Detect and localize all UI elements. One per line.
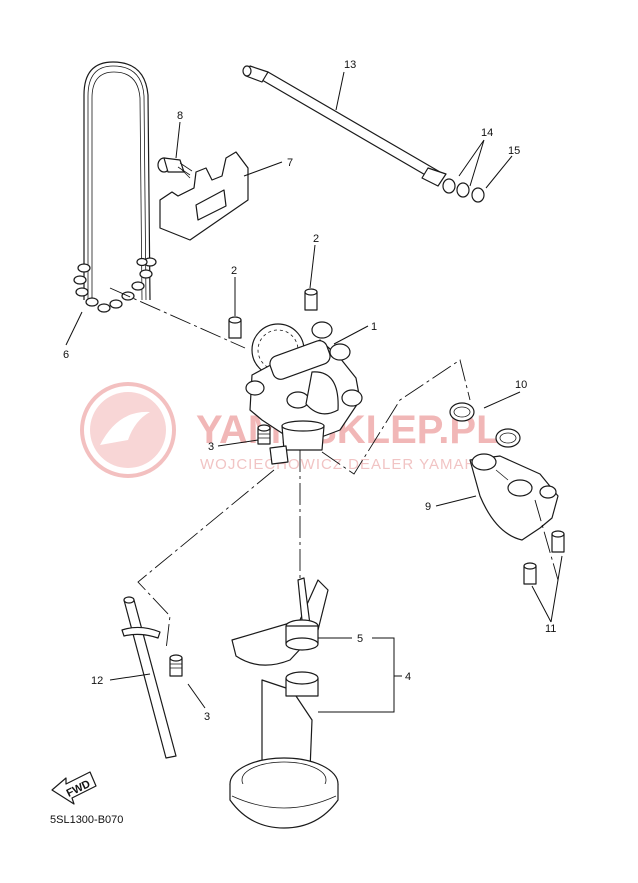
fwd-arrow-icon: FWD [51, 771, 97, 805]
bolt-3-upper [257, 424, 271, 445]
leader-lines [65, 71, 563, 713]
bolts-11 [523, 530, 565, 585]
oil-delivery-pipe [469, 453, 559, 541]
chain-links [73, 257, 157, 313]
gaskets [449, 402, 521, 448]
callout-3-lower: 3 [204, 711, 210, 723]
callout-1: 1 [371, 321, 377, 333]
callout-2-left: 2 [231, 265, 237, 277]
callout-13: 13 [344, 59, 356, 71]
watermark-logo-mark [100, 411, 150, 445]
oil-pump-assembly [245, 321, 363, 465]
oil-pump-shaft [242, 65, 447, 187]
callout-2-right: 2 [313, 233, 319, 245]
chain-guide [159, 151, 249, 241]
diagram-code: 5SL1300-B070 [50, 814, 123, 826]
callout-5: 5 [357, 633, 363, 645]
callout-12: 12 [91, 675, 103, 687]
bolt-8 [157, 157, 193, 179]
callout-6: 6 [63, 349, 69, 361]
dowel-pins [228, 288, 318, 339]
callout-14: 14 [481, 127, 493, 139]
centre-lines [109, 287, 559, 651]
callout-8: 8 [177, 110, 183, 122]
timing-chain [73, 61, 157, 313]
watermark-tagline: WOJCIECHOWICZ DEALER YAMAHA [200, 456, 487, 473]
o-rings [442, 178, 485, 203]
callout-7: 7 [287, 157, 293, 169]
pipe-12 [121, 596, 177, 759]
oil-strainer [229, 577, 339, 829]
callout-3-upper: 3 [208, 441, 214, 453]
bolt-3-lower [169, 654, 183, 677]
watermark-logo-icon [80, 382, 176, 478]
callout-10: 10 [515, 379, 527, 391]
callout-numbers: 13 14 15 8 7 2 2 1 3 10 9 11 6 12 3 5 4 [63, 59, 556, 723]
callout-4: 4 [405, 671, 411, 683]
callout-9: 9 [425, 501, 431, 513]
callout-11: 11 [545, 623, 556, 635]
callout-15: 15 [508, 145, 520, 157]
fwd-label: FWD [65, 778, 93, 800]
